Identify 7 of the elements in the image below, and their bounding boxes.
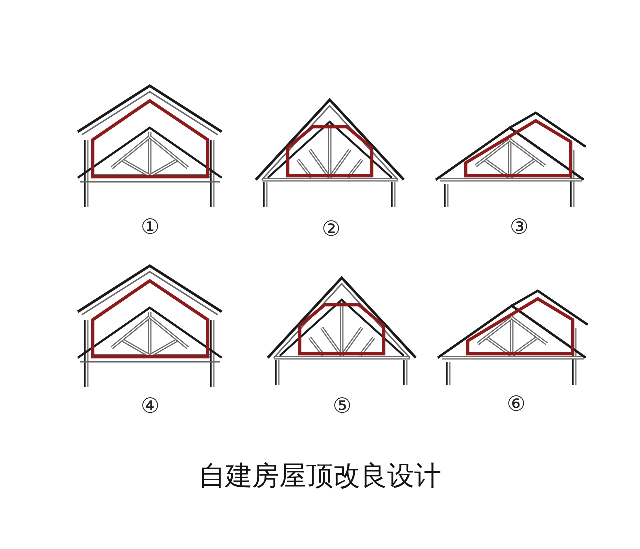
panel-number: ② — [322, 219, 341, 240]
panel-number: ⑥ — [507, 394, 526, 415]
panel-number: ③ — [510, 217, 529, 238]
title: 自建房屋顶改良设计 — [198, 460, 442, 494]
panel-number: ⑤ — [333, 396, 352, 417]
panel-number: ① — [141, 217, 160, 238]
panel-number: ④ — [141, 396, 160, 417]
